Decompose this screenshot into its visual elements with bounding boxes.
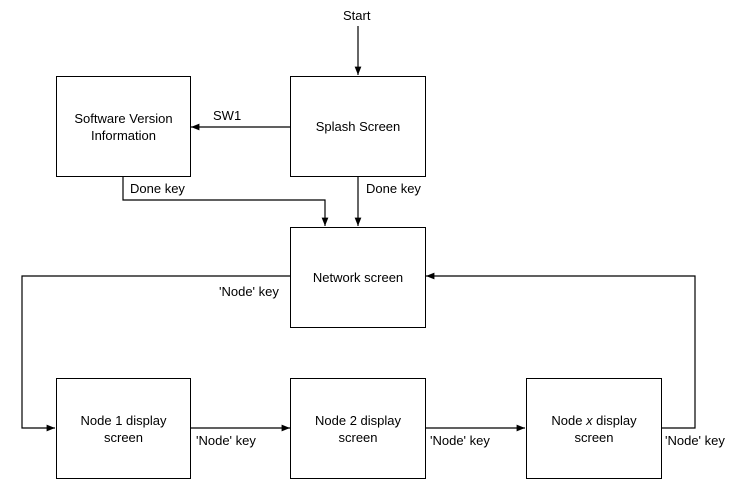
node-key-1-label: 'Node' key [196,433,256,448]
arrow-network-to-node1 [21,275,290,432]
node-key-2-label: 'Node' key [430,433,490,448]
splash-screen-box: Splash Screen [290,76,426,177]
nodex-prefix: Node [551,412,587,428]
network-screen-box: Network screen [290,227,426,328]
arrow-software-to-network [122,177,329,226]
software-version-label: Software Version Information [74,110,173,143]
node1-display-label: Node 1 display screen [80,412,167,445]
node2-display-label: Node 2 display screen [315,412,401,445]
arrow-nodex-to-network [426,272,696,429]
software-version-box: Software Version Information [56,76,191,177]
node2-display-box: Node 2 display screen [290,378,426,479]
network-screen-label: Network screen [312,270,404,285]
done-key-left-label: Done key [130,181,185,196]
done-key-right-label: Done key [366,181,421,196]
nodex-display-label: Node x display screen [551,412,636,446]
splash-screen-label: Splash Screen [315,119,401,134]
nodex-suffix: display screen [574,412,637,445]
nodex-variable: x [586,412,593,428]
sw1-label: SW1 [213,108,242,123]
node-key-x-label: 'Node' key [665,433,725,448]
node1-display-box: Node 1 display screen [56,378,191,479]
start-label: Start [343,8,371,23]
node-key-network-label: 'Node' key [219,284,279,299]
nodex-display-box: Node x display screen [526,378,662,479]
